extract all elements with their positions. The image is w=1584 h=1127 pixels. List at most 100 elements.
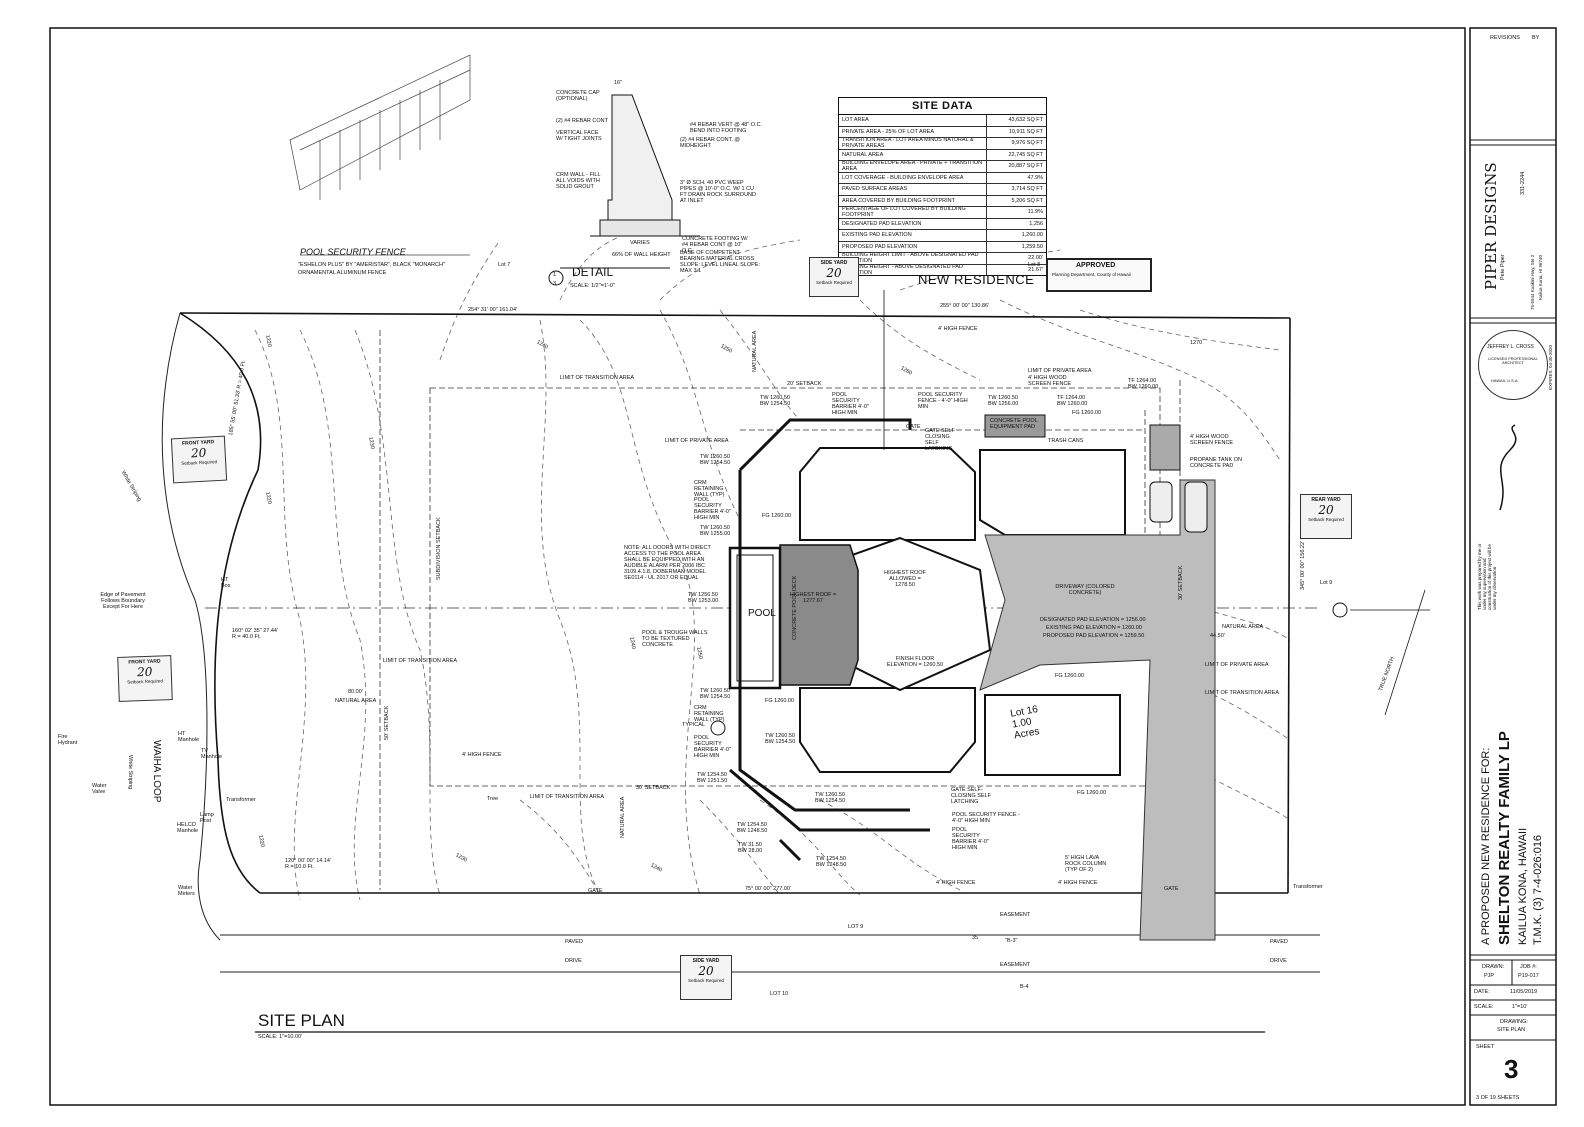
easement-1: EASEMENT: [1000, 912, 1031, 918]
tw-label: TW 1254.50 BW 1248.50: [737, 822, 768, 835]
lim-private-left: LIMIT OF PRIVATE AREA: [665, 438, 729, 444]
site-data-value: 11.9%: [1027, 209, 1043, 216]
fence-title: POOL SECURITY FENCE: [300, 247, 406, 257]
drawing-value: SITE PLAN: [1497, 1027, 1526, 1033]
lot-9-right: Lot 9: [1320, 580, 1333, 586]
crm-wall-2: CRM RETAINING WALL (TYP): [694, 705, 725, 724]
tw-label: TW 1254.50 BW 1251.50: [697, 772, 728, 785]
detail-note-crm: CRM WALL - FILL ALL VOIDS WITH SOLID GRO…: [556, 172, 601, 191]
street-curb: [161, 312, 1320, 973]
lot-10: LOT 10: [770, 991, 789, 997]
finish-floor: FINISH FLOOR ELEVATION = 1260.50: [886, 656, 944, 669]
site-data-label: PERCENTAGE OF LOT COVERED BY BUILDING FO…: [839, 207, 987, 218]
contour-label: 1270: [1190, 340, 1203, 346]
job-value: P19-017: [1518, 973, 1539, 979]
retaining-walls: [729, 418, 930, 862]
tw-label: TW 1260.50 BW 1254.50: [700, 688, 731, 701]
pool-fence-top: POOL SECURITY FENCE - 4'-0" HIGH MIN: [918, 392, 968, 411]
approved-label: APPROVED: [1076, 262, 1116, 269]
pool-barrier-4: POOL SECURITY BARRIER 4'-0" HIGH MIN: [952, 827, 989, 852]
pool-fence-bottom: POOL SECURITY FENCE - 4'-0" HIGH MIN: [952, 812, 1020, 825]
num-35: 35: [972, 935, 979, 941]
fg-label-5: FG 1260.00: [1077, 790, 1107, 796]
residence-footprint: [728, 414, 1216, 941]
street-name: WAIHA LOOP: [151, 740, 162, 803]
natural-area-3: NATURAL AREA: [620, 796, 626, 838]
revisions-by: BY: [1532, 35, 1540, 41]
project-line-3: KAILUA KONA, HAWAII: [1517, 827, 1529, 945]
sheet-number: 3: [1504, 1054, 1519, 1084]
tw-label: TW 1254.50 BW 1248.50: [816, 856, 847, 869]
site-data-value: 1,256: [1029, 220, 1043, 227]
pool-barrier-2: POOL SECURITY BARRIER 4'-0" HIGH MIN: [694, 497, 731, 522]
gate-self-closing: GATE SELF CLOSING SELF LATCHING: [925, 428, 955, 453]
drawn-value: PJP: [1484, 973, 1495, 979]
site-data-label: EXISTING PAD ELEVATION: [839, 230, 987, 241]
site-data-row: PERCENTAGE OF LOT COVERED BY BUILDING FO…: [839, 207, 1046, 219]
crm-wall-1: CRM RETAINING WALL (TYP): [694, 480, 725, 499]
setback-20: 20' SETBACK: [787, 381, 822, 387]
site-data-row: NATURAL AREA 22,745 SQ FT: [839, 149, 1046, 161]
tw-label: TW 1256.50 BW 1253.00: [688, 592, 719, 605]
tree-label: Tree: [487, 796, 499, 802]
detail-note-weep: 3" Ø SCH. 40 PVC WEEP PIPES @ 10'-0" O.C…: [680, 180, 756, 205]
fence-4ft-bottom-2: 4' HIGH FENCE: [1058, 880, 1098, 886]
site-data-label: PROPOSED PAD ELEVATION: [839, 241, 987, 252]
tw-label: TF 1264.00 BW 1260.00: [1057, 395, 1088, 408]
tw-label: TW 1260.50 BW 1256.00: [988, 395, 1019, 408]
lim-private-right: LIMIT OF PRIVATE AREA: [1205, 662, 1269, 668]
site-data-label: NATURAL AREA: [839, 149, 987, 160]
tw-label: TW 31.50 BW 28.00: [738, 842, 763, 855]
detail-title: DETAIL: [572, 265, 614, 279]
site-data-value: 5,206 SQ FT: [1011, 197, 1044, 204]
designer-name: Pete Piper: [1500, 254, 1506, 280]
fence-note-2: ORNAMENTAL ALUMINUM FENCE: [298, 270, 387, 276]
bearing-top-right: 255° 00' 00" 130.86': [940, 303, 990, 309]
detail-note-rebar: (2) #4 REBAR CONT: [556, 118, 608, 124]
sheet-of: 3 OF 19 SHEETS: [1476, 1095, 1520, 1101]
screen-fence-label: 4' HIGH WOOD SCREEN FENCE: [1028, 375, 1072, 388]
site-data-value: 22,745 SQ FT: [1008, 151, 1043, 158]
scale-label: SCALE:: [1474, 1004, 1494, 1010]
fg-label-2: FG 1260.00: [765, 698, 795, 704]
site-data-row: TRANSITION AREA - LOT AREA MINUS NATURAL…: [839, 138, 1046, 150]
pool-deck-label: CONCRETE POOL DECK: [792, 575, 798, 640]
ht-box-label: HT Box: [221, 577, 231, 590]
pool-barrier-1: POOL SECURITY BARRIER 4'-0" HIGH MIN: [832, 392, 869, 417]
fence-4ft-left: 4' HIGH FENCE: [462, 752, 502, 758]
job-label: JOB #:: [1520, 964, 1537, 970]
tw-label: TW 1260.50 BW 1254.50: [700, 454, 731, 467]
site-data-value: 3,714 SQ FT: [1011, 186, 1044, 193]
gate-label-3: GATE: [906, 424, 921, 430]
project-line-1: A PROPOSED NEW RESIDENCE FOR:: [1480, 747, 1492, 945]
site-data-value: 20,887 SQ FT: [1008, 163, 1043, 170]
certification-note: This work was prepared by me or under my…: [1477, 543, 1497, 610]
lim-transition-right: LIMIT OF TRANSITION AREA: [1205, 690, 1280, 696]
drawing-label: DRAWING:: [1500, 1019, 1528, 1025]
setback-50: 50' SETBACK: [384, 705, 390, 740]
site-data-label: LOT AREA: [839, 115, 987, 126]
site-data-value: 1,260.00: [1021, 232, 1043, 239]
firm-city: Kailua Kona, HI 96740: [1538, 254, 1543, 300]
date-label: DATE:: [1474, 989, 1490, 995]
lamp-post-label: Lamp Post: [200, 812, 214, 825]
firm-name: PIPER DESIGNS: [1482, 162, 1500, 290]
site-data-value: 43,632 SQ FT: [1008, 117, 1043, 124]
detail-note-cap: CONCRETE CAP (OPTIONAL): [556, 90, 600, 103]
lim-transition-bot: LIMIT OF TRANSITION AREA: [530, 794, 605, 800]
site-data-label: DESIGNATED PAD ELEVATION: [839, 218, 987, 229]
driveway-label: DRIVEWAY (COLORED CONCRETE): [1055, 584, 1115, 597]
screen-fence-label-2: 4' HIGH WOOD SCREEN FENCE: [1190, 434, 1234, 447]
drive-right: DRIVE: [1270, 958, 1287, 964]
lim-transition-mid: LIMIT OF TRANSITION AREA: [383, 658, 458, 664]
setback-30-right: 30' SETBACK: [1178, 565, 1184, 600]
yard-stamp: FRONT YARD 20 Setback Required: [117, 655, 173, 702]
fg-label-1: FG 1260.00: [762, 513, 792, 519]
lot-8: Lot 8: [1028, 262, 1041, 268]
approved-stamp: APPROVED Planning Department, County of …: [1046, 258, 1152, 292]
seal-expires: EXPIRES: 04-30-2020: [1548, 344, 1553, 390]
